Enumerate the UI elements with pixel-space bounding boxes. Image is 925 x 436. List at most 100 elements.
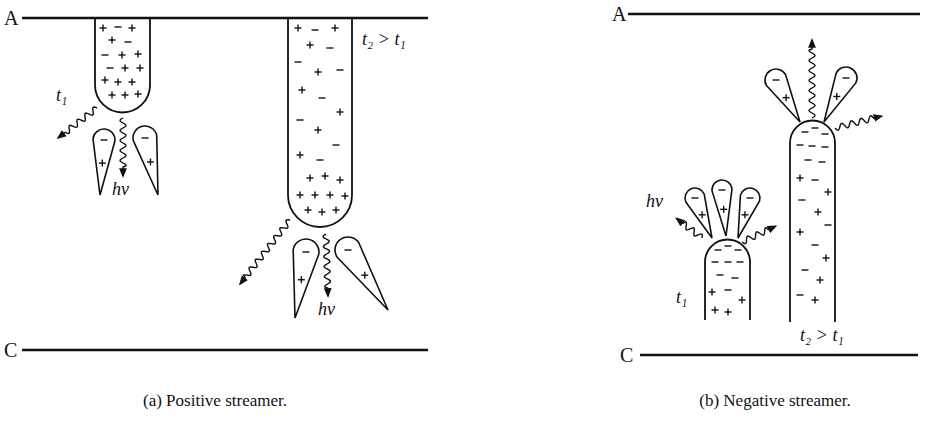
photon-arrow bbox=[677, 218, 703, 238]
time-label: t₁ bbox=[676, 288, 687, 308]
time-label: t₂ > t₁ bbox=[362, 30, 406, 50]
electron-avalanche bbox=[93, 129, 115, 195]
figure-caption: (a) Positive streamer. bbox=[143, 392, 287, 411]
charge-symbols bbox=[100, 25, 144, 99]
positive-charge bbox=[131, 79, 132, 86]
positive-charge bbox=[836, 93, 837, 100]
positive-charge bbox=[714, 307, 715, 314]
negative-charge bbox=[812, 127, 819, 128]
positive-charge bbox=[307, 207, 308, 214]
electron-avalanche bbox=[335, 237, 388, 310]
negative-charge bbox=[101, 139, 108, 140]
positive-charge bbox=[321, 209, 322, 216]
positive-charge bbox=[819, 277, 820, 284]
negative-charge bbox=[725, 289, 732, 290]
negative-charge bbox=[107, 67, 114, 68]
negative-charge bbox=[805, 159, 812, 160]
photon-label: hν bbox=[646, 192, 663, 212]
positive-charge bbox=[121, 52, 122, 59]
positive-charge bbox=[117, 79, 118, 86]
positive-charge bbox=[124, 65, 125, 72]
positive-charge bbox=[334, 25, 335, 32]
charge-symbols bbox=[298, 252, 310, 283]
negative-charge bbox=[692, 197, 699, 198]
negative-charge bbox=[295, 61, 302, 62]
positive-charge bbox=[814, 297, 815, 304]
photon-arrow bbox=[323, 234, 330, 296]
positive-charge bbox=[364, 272, 365, 279]
negative-charge bbox=[737, 261, 744, 262]
negative-charge bbox=[797, 294, 804, 295]
positive-charge bbox=[329, 192, 330, 199]
electron-avalanche bbox=[824, 67, 857, 122]
negative-charge bbox=[142, 137, 149, 138]
negative-charge bbox=[732, 277, 739, 278]
positive-charge bbox=[309, 175, 310, 182]
positive-charge bbox=[137, 91, 138, 98]
positive-charge bbox=[711, 289, 712, 296]
positive-charge bbox=[297, 25, 298, 32]
electron-avalanche bbox=[765, 69, 800, 122]
positive-charge bbox=[799, 175, 800, 182]
positive-charge bbox=[335, 207, 336, 214]
positive-charge bbox=[723, 206, 724, 213]
negative-charge bbox=[773, 79, 780, 80]
positive-charge bbox=[299, 152, 300, 159]
negative-charge bbox=[799, 199, 806, 200]
positive-charge bbox=[301, 87, 302, 94]
negative-charge bbox=[725, 261, 732, 262]
charge-symbols bbox=[797, 128, 832, 304]
negative-charge bbox=[125, 41, 132, 42]
positive-charge bbox=[124, 92, 125, 99]
streamer-channel bbox=[705, 240, 750, 321]
positive-charge bbox=[301, 276, 302, 283]
electron-avalanche bbox=[738, 188, 760, 238]
positive-charge bbox=[309, 42, 310, 49]
negative-charge bbox=[297, 119, 304, 120]
negative-charge bbox=[102, 54, 109, 55]
figure-caption: (b) Negative streamer. bbox=[699, 392, 851, 411]
positive-charge bbox=[131, 25, 132, 32]
negative-charge bbox=[819, 161, 826, 162]
photon-arrow bbox=[58, 107, 97, 138]
charge-symbols bbox=[295, 25, 349, 216]
electron-avalanche bbox=[685, 188, 712, 238]
negative-charge bbox=[822, 146, 829, 147]
photon-arrow bbox=[240, 220, 290, 284]
positive-charge bbox=[744, 211, 745, 218]
positive-charge bbox=[727, 309, 728, 316]
positive-charge bbox=[827, 189, 828, 196]
negative-charge bbox=[725, 245, 732, 246]
negative-charge bbox=[825, 224, 832, 225]
positive-charge bbox=[104, 77, 105, 84]
negative-charge bbox=[747, 197, 754, 198]
electrode-label: A bbox=[612, 3, 626, 25]
electrode-label: C bbox=[620, 344, 633, 366]
positive-charge bbox=[137, 51, 138, 58]
negative-charge bbox=[812, 179, 819, 180]
positive-charge bbox=[339, 109, 340, 116]
positive-charge bbox=[317, 69, 318, 76]
positive-charge bbox=[324, 173, 325, 180]
charge-symbols bbox=[719, 190, 728, 213]
negative-charge bbox=[303, 251, 310, 252]
photon-arrow bbox=[809, 40, 815, 118]
positive-charge bbox=[102, 160, 103, 167]
charge-symbols bbox=[142, 138, 154, 165]
negative-charge bbox=[319, 97, 326, 98]
cathode-plate bbox=[640, 354, 918, 357]
charge-symbols bbox=[833, 78, 849, 100]
time-label: t₁ bbox=[56, 86, 67, 106]
negative-charge bbox=[719, 189, 726, 190]
negative-charge bbox=[333, 144, 340, 145]
cathode-plate bbox=[22, 349, 428, 352]
negative-charge bbox=[843, 77, 850, 78]
photon-arrow bbox=[120, 118, 126, 176]
positive-charge bbox=[817, 209, 818, 216]
negative-charge bbox=[802, 269, 809, 270]
electrode-label: A bbox=[4, 7, 18, 29]
anode-plate bbox=[628, 13, 920, 16]
charge-symbols bbox=[773, 80, 790, 101]
